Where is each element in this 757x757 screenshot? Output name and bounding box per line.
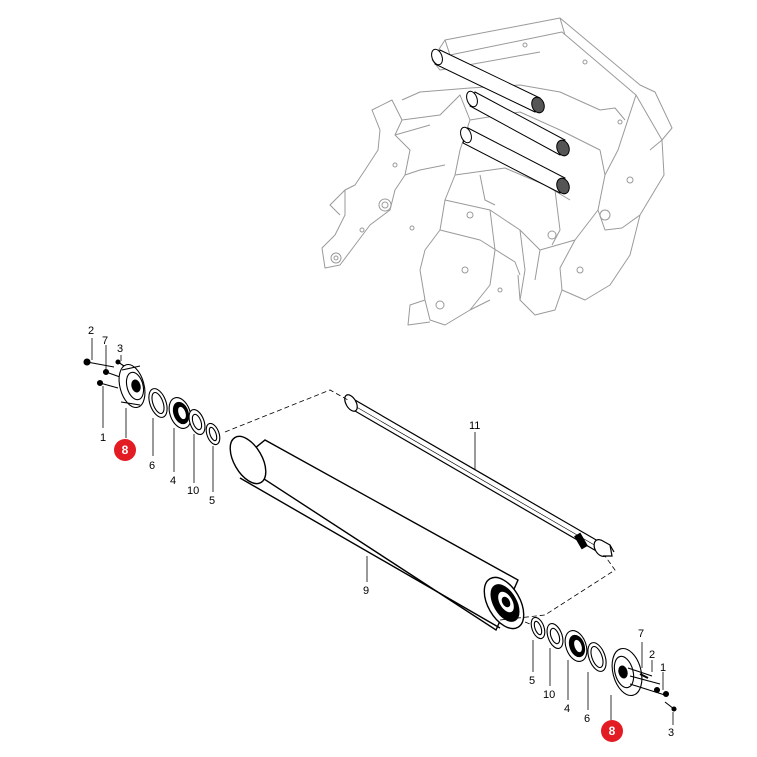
baler-frame-illustration [321, 17, 673, 326]
shaft-11 [344, 394, 615, 558]
badge-right-8-label: 8 [609, 724, 616, 738]
callout-right-2: 2 [649, 649, 655, 661]
callout-labels: 2 7 3 1 6 4 10 5 11 9 5 10 4 6 7 2 1 3 [88, 325, 674, 739]
callout-right-6: 6 [584, 713, 590, 725]
callout-right-5: 5 [529, 675, 535, 687]
left-hardware [83, 358, 221, 446]
assembly-dashed-lines [224, 389, 616, 629]
badge-right-8[interactable]: 8 [601, 720, 623, 742]
right-hardware [530, 616, 677, 712]
callout-left-4: 4 [170, 475, 176, 487]
leader-lines [91, 338, 674, 725]
callout-right-1: 1 [660, 662, 666, 674]
badge-left-8[interactable]: 8 [114, 439, 136, 461]
callout-left-6: 6 [149, 460, 155, 472]
callout-shaft-11: 11 [469, 420, 480, 432]
callout-left-3: 3 [117, 343, 123, 355]
callout-right-10: 10 [543, 689, 555, 701]
tube-9 [229, 435, 525, 632]
frame-rollers [431, 48, 570, 195]
callout-tube-9: 9 [363, 585, 369, 597]
badge-left-8-circle [114, 439, 136, 461]
callout-right-3: 3 [668, 727, 674, 739]
badge-left-8-label: 8 [122, 443, 129, 457]
callout-right-7: 7 [638, 628, 644, 640]
callout-left-2: 2 [88, 325, 94, 337]
callout-left-5: 5 [209, 495, 215, 507]
badge-right-8-circle [601, 720, 623, 742]
callout-left-1: 1 [100, 432, 106, 444]
callout-left-10: 10 [187, 485, 199, 497]
callout-right-4: 4 [564, 703, 570, 715]
callout-left-7: 7 [102, 335, 108, 347]
